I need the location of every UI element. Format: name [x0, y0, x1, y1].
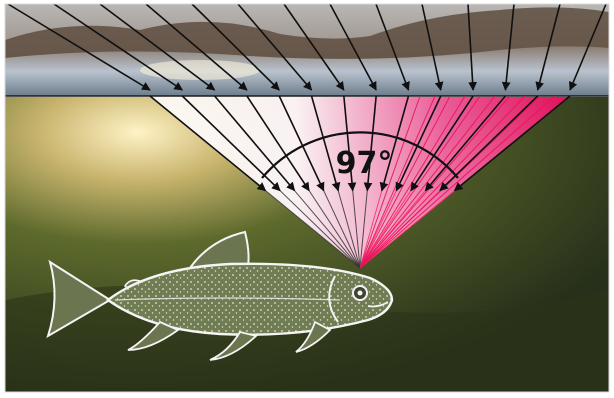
- above-water-scene: [5, 4, 609, 96]
- angle-label: 97°: [336, 146, 393, 181]
